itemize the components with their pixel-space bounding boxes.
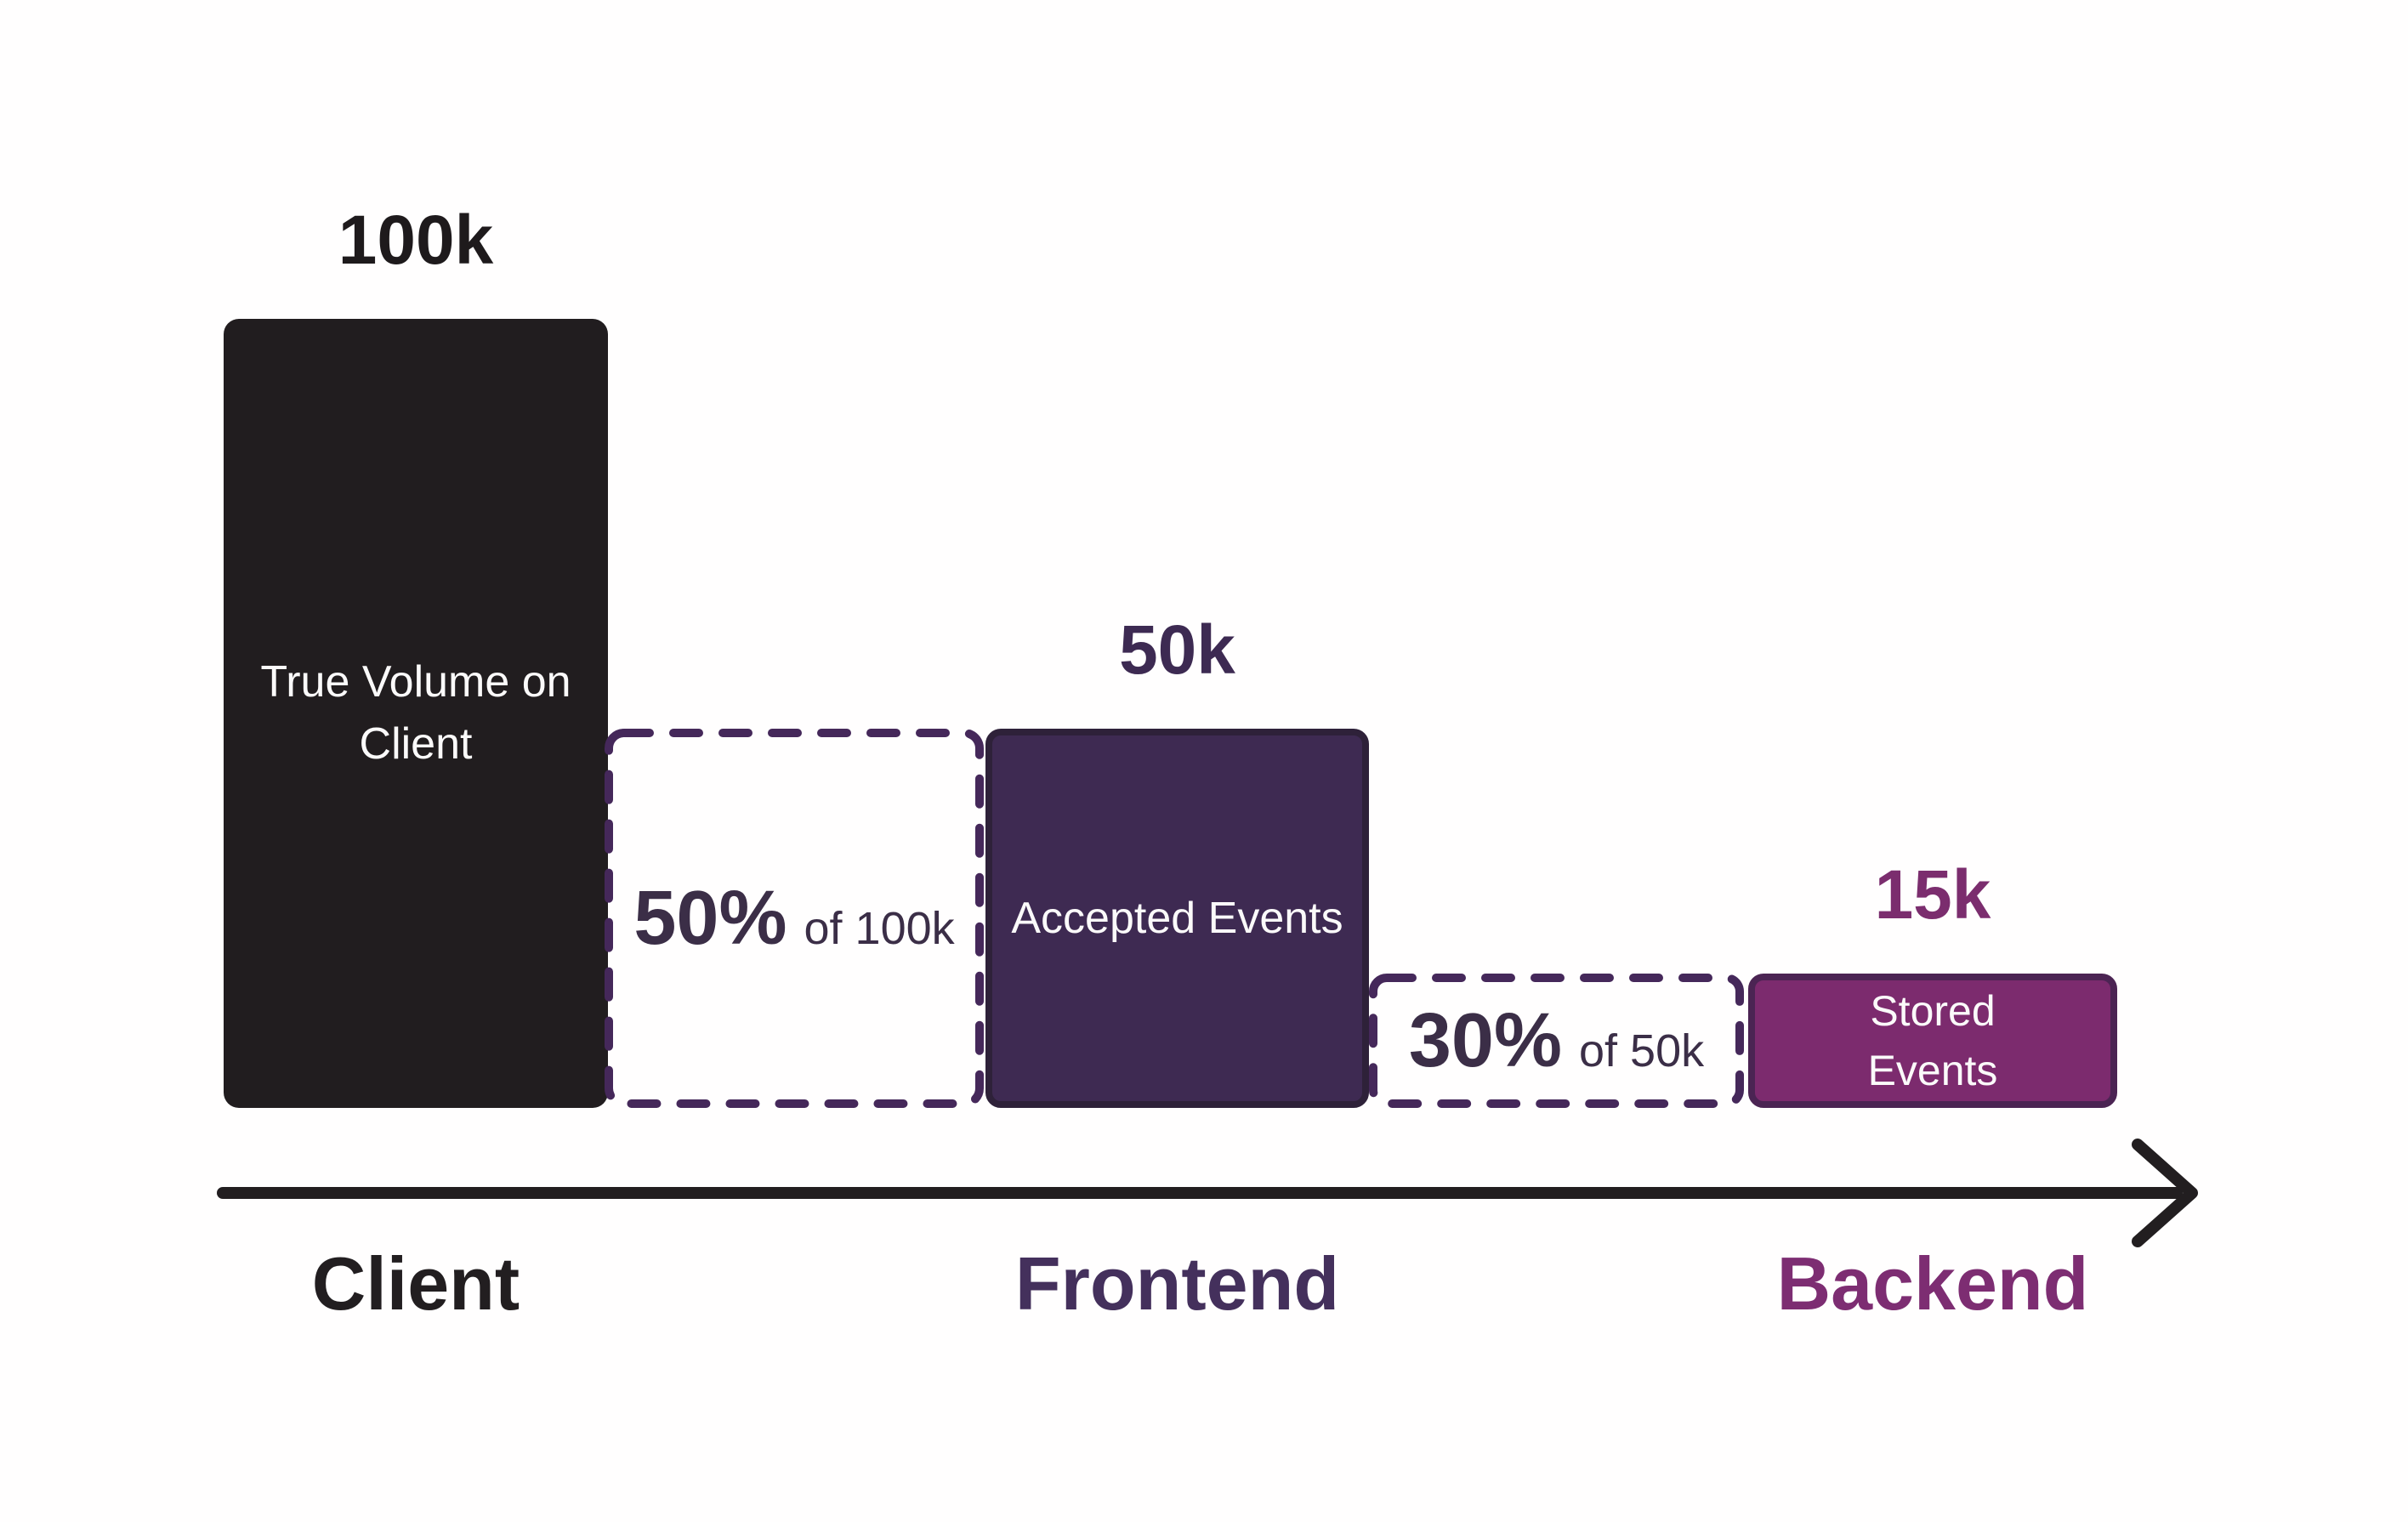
dashed-rect (605, 729, 984, 1108)
drop-box-backend: 30% of 50k (1369, 974, 1744, 1108)
drop-text-frontend: 50% of 100k (633, 875, 954, 963)
drop-pct: 30% (1408, 997, 1563, 1083)
drop-of: of 50k (1579, 1025, 1705, 1076)
dashed-outline (605, 729, 984, 1108)
bar-label-line: Events (1867, 1047, 1998, 1094)
bar-accepted-events: Accepted Events (985, 729, 1369, 1108)
axis-arrowhead-icon (2132, 1139, 2198, 1247)
bar-label-line: Stored (1870, 987, 1996, 1035)
drop-box-frontend: 50% of 100k (605, 729, 984, 1108)
drop-text-backend: 30% of 50k (1409, 997, 1704, 1085)
bar-stored-events: Stored Events (1748, 974, 2117, 1108)
bar-label-accepted: Accepted Events (1011, 894, 1343, 943)
value-label-frontend: 50k (1119, 611, 1235, 689)
dashed-outline (1369, 974, 1744, 1108)
bar-label-line: Client (359, 719, 473, 769)
stage-label-client: Client (311, 1241, 520, 1326)
drop-of: of 100k (804, 902, 955, 954)
bar-label-line: True Volume on (260, 657, 571, 707)
stage-label-frontend: Frontend (1014, 1241, 1340, 1326)
stage-label-backend: Backend (1776, 1241, 2089, 1326)
value-label-client: 100k (338, 202, 494, 279)
bar-true-volume-on-client: True Volume on Client (224, 319, 608, 1108)
flow-axis-arrow (217, 1139, 2198, 1247)
drop-pct: 50% (633, 875, 787, 961)
dashed-rect (1369, 974, 1744, 1108)
value-label-backend: 15k (1874, 856, 1991, 934)
